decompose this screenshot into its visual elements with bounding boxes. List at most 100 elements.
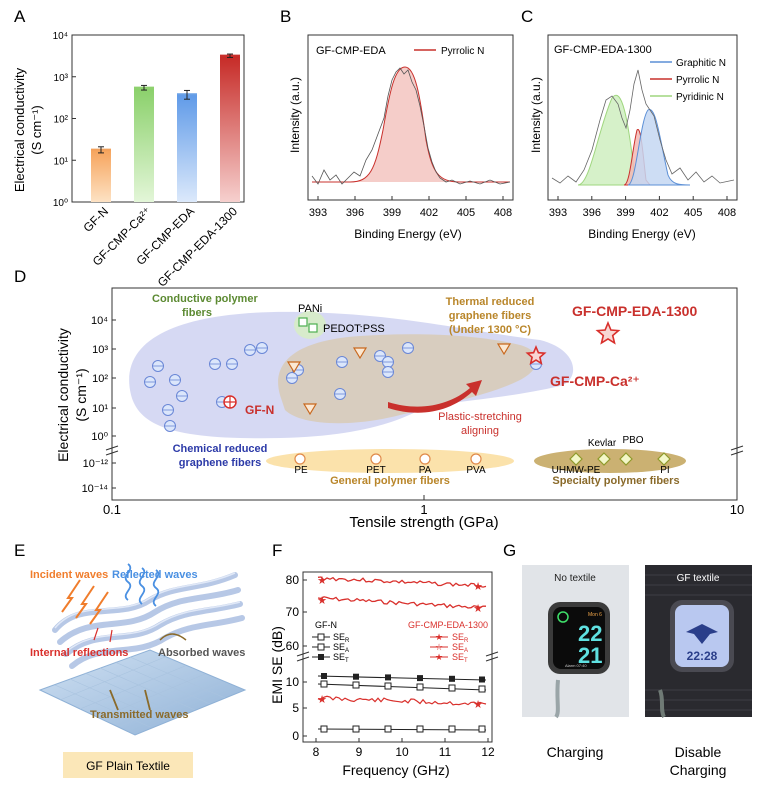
panel-a-category-label: GF-N [80,204,111,235]
xtick-label: 405 [457,207,475,219]
xtick-label: 402 [420,207,438,219]
panel-c-xlabel: Binding Energy (eV) [588,227,695,241]
transmitted-arrows [109,689,151,711]
panel-a-ytick-label: 10⁴ [53,31,68,42]
photo-disabled-label: GF textile [677,573,720,584]
marker-gfn-se-r [478,725,486,733]
panel-f-ytick-label: 5 [292,701,299,715]
panel-g-letter: G [503,541,516,560]
textile-sheet [38,649,247,736]
panel-g: G Mon 6 22 21 Alarm 07:40 No textile 22:… [503,541,752,778]
panel-c-letter: C [521,7,533,26]
marker-eda-star: ★ [317,575,327,587]
xtick-label: 399 [616,207,634,219]
label-uhmw: UHMW-PE [552,465,601,476]
watch-screen [553,607,605,669]
panel-d-ylabel-1: Electrical conductivity [55,328,71,462]
panel-f-ytick-label: 80 [286,573,300,587]
caption-disabled-1: Disable [675,744,722,760]
panel-d-ytick-label: 10³ [92,344,108,356]
watch-hour: 22 [578,621,602,646]
marker-gfn-se-a [384,682,392,690]
panel-a-ytick-label: 10¹ [54,156,69,167]
panel-c-peak-graphitic [627,109,691,186]
point-specialty-polymer [569,452,583,466]
charging-ring-icon [557,611,569,623]
label-plastic-stretching: Plastic-stretching aligning [438,411,522,437]
label-pani: PANi [298,303,322,315]
marker-gfn-se-a [352,681,360,689]
xtick-label: 405 [684,207,702,219]
photo-charging-label: No textile [554,573,596,584]
legend-gfn: GF-N [315,620,337,630]
panel-c-raw-spectrum [551,69,735,184]
marker-gfn-se-r [384,725,392,733]
label-internal: Internal reflections [30,647,128,659]
point-thermal-reduced [352,347,368,360]
panel-f-xtick-label: 10 [395,745,409,759]
panel-b: B Intensity (a.u.) GF-CMP-EDA Pyrrolic N… [280,7,514,241]
panel-f-ytick-label: 10 [286,675,300,689]
svg-text:☆: ☆ [435,642,443,652]
panel-a-bar [134,87,154,202]
panel-d-ylabel-2: (S cm⁻¹) [73,368,89,421]
panel-c-frame [547,34,738,201]
label-thermal-reduced-3: (Under 1300 °C) [449,324,531,336]
panel-f-series: ★★★★★★ [317,575,487,733]
panel-f-frame [302,571,493,743]
marker-gfn-se-t [321,673,327,679]
caption-disabled-2: Charging [670,762,727,778]
panel-e: E Incident waves [14,541,247,778]
xtick-label: 408 [494,207,512,219]
marker-gfn-se-r [352,725,360,733]
panel-b-xlabel: Binding Energy (eV) [354,227,461,241]
panel-d-xtick-label: 1 [420,502,427,517]
watch2-time: 22:28 [687,649,718,663]
watch-minute: 21 [578,643,602,668]
xtick-label: 396 [346,207,364,219]
panel-f-ytick-label: 70 [286,605,300,619]
panel-a-ylabel-1: Electrical conductivity [12,67,27,192]
panel-f-xlabel: Frequency (GHz) [342,762,449,778]
label-pet: PET [366,465,385,476]
label-pa: PA [419,465,432,476]
label-absorbed: Absorbed waves [158,647,245,659]
xtick-label: 393 [549,207,567,219]
panel-c-ylabel: Intensity (a.u.) [529,77,543,153]
legend-gfn-items: SER SEA SET [312,632,350,664]
panel-b-legend-label: Pyrrolic N [441,46,484,57]
marker-gfn-se-a [448,684,456,692]
panel-a-ytick-label: 10² [54,115,69,126]
reflected-waves-icon [124,563,160,607]
legend-eda: GF-CMP-EDA-1300 [408,620,488,630]
textile-box [63,752,193,778]
panel-d-ytick-label: 10⁻¹² [83,458,109,470]
label-plastic-stretching-1: Plastic-stretching [438,411,522,423]
label-pi: PI [660,465,669,476]
panel-b-ylabel: Intensity (a.u.) [288,77,302,153]
panel-d-points [144,317,671,466]
panel-a-bars [91,53,240,202]
xtick-label: 408 [718,207,736,219]
panel-f-xtick-label: 12 [481,745,495,759]
series-gfn-se-a [317,683,487,691]
region-general-polymer [266,449,514,473]
panel-d-xlabel: Tensile strength (GPa) [349,514,498,531]
legend-eda-items: ★ SER ☆ SEA ★ SET [430,632,469,664]
marker-gfn-se-r [416,725,424,733]
panel-d-ytick-label: 10⁴ [91,315,108,327]
point-specialty-polymer [657,452,671,466]
marker-gfn-se-t [449,675,455,682]
marker-gfn-se-r [448,725,456,733]
label-thermal-reduced-2: graphene fibers [449,310,532,322]
marker-eda-star: ★ [473,581,483,593]
marker-eda-star: ★ [317,595,327,607]
point-conductive-polymer [298,317,308,327]
series-eda-se-a [317,596,486,609]
